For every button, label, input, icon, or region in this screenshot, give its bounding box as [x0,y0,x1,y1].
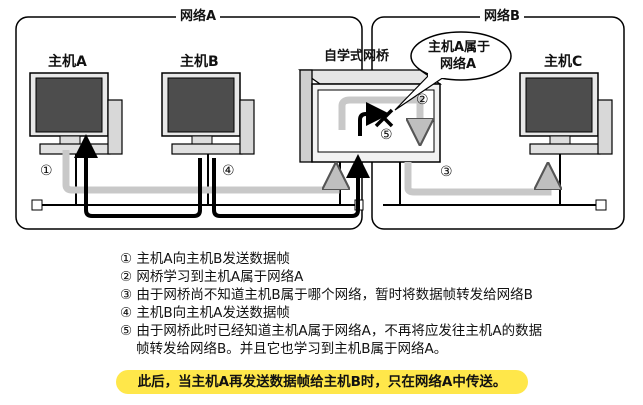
legend-item-5: ⑤ 由于网桥此时已经知道主机A属于网络A，不再将应发往主机A的数据 [120,323,543,339]
legend-item-5-cont: 帧转发给网络B。并且它也学习到主机B属于网络A。 [136,341,448,357]
black-arrow-to-bridge [212,154,370,218]
marker-3: ③ [440,164,453,180]
terminator-right [595,199,607,211]
callout-line-1: 主机A属于 [428,40,491,55]
legend-item-4: ④ 主机B向主机A发送数据帧 [120,305,290,321]
marker-5: ⑤ [380,127,393,143]
gray-arrow-3 [404,162,548,196]
host-b-label: 主机B [180,54,219,70]
host-c-computer [519,72,613,155]
legend-item-2: ② 网桥学习到主机A属于网络A [120,269,304,285]
legend: ① 主机A向主机B发送数据帧 ② 网桥学习到主机A属于网络A ③ 由于网桥尚不知… [120,250,542,358]
black-arrow-to-a [74,134,202,218]
host-a-computer [29,72,123,155]
host-c-label: 主机C [544,54,583,70]
callout-line-2: 网络A [440,57,477,72]
callout-tail [394,73,445,111]
network-b-label: 网络B [480,10,524,23]
gray-arrow-2 [338,96,420,132]
legend-item-1: ① 主机A向主机B发送数据帧 [120,251,290,267]
marker-1: ① [40,163,53,179]
bridge-label: 自学式网桥 [324,49,390,64]
callout-bubble [410,31,512,81]
gray-arrow-1 [62,150,336,194]
legend-item-3: ③ 由于网桥尚不知道主机B属于哪个网络，暂时将数据帧转发给网络B [120,287,533,303]
host-b-computer [161,72,255,155]
terminator-left [31,199,43,211]
host-a-label: 主机A [48,54,87,70]
block-x-icon [374,108,394,128]
bridge-return-arrow [358,102,390,136]
network-a-label: 网络A [176,10,221,23]
marker-4: ④ [222,163,235,179]
marker-2: ② [416,92,429,108]
summary-note: 此后，当主机A再发送数据帧给主机B时，只在网络A中传送。 [116,370,528,394]
